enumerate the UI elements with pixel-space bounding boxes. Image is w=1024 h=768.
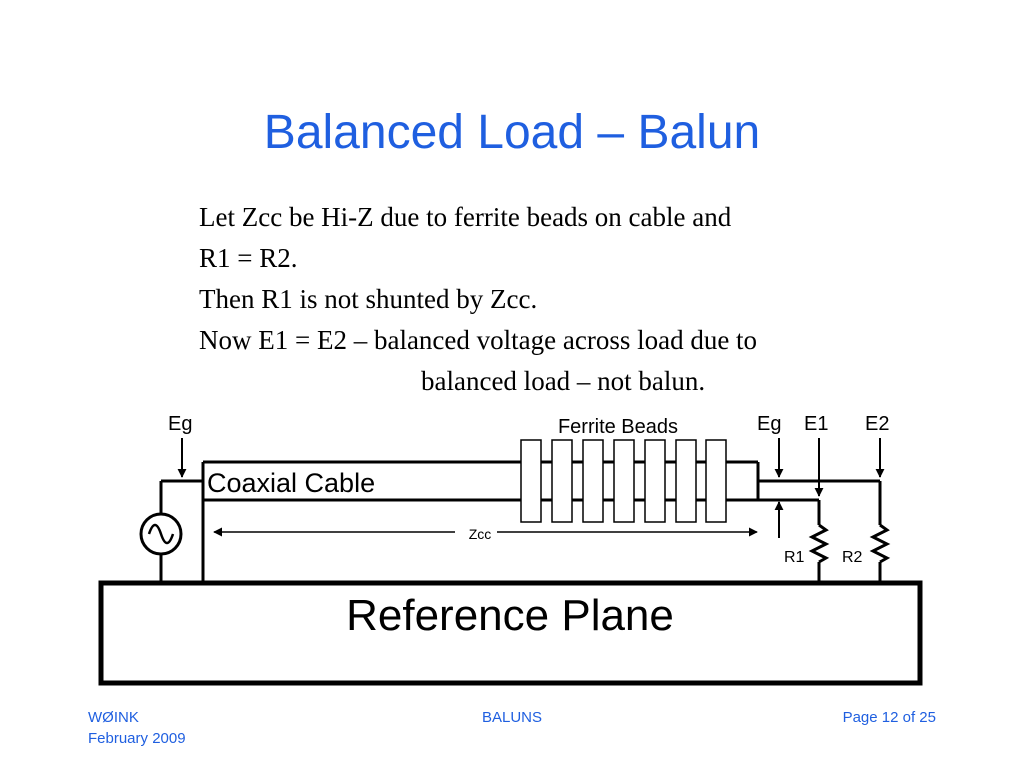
resistor-icon [808, 523, 830, 564]
body-line-4: Now E1 = E2 – balanced voltage across lo… [199, 325, 758, 355]
body-line-1: Let Zcc be Hi-Z due to ferrite beads on … [199, 202, 732, 232]
resistor-icon [869, 523, 891, 564]
eg-source-label: Eg [168, 413, 192, 435]
reference-plane [98, 580, 923, 686]
zcc-label: Zcc [469, 526, 492, 542]
ferrite-bead [582, 439, 604, 523]
ferrite-bead [705, 439, 727, 523]
footer-page-number: Page 12 of 25 [842, 709, 936, 726]
r1-label: R1 [784, 549, 805, 566]
e2-label: E2 [865, 413, 889, 435]
r2-label: R2 [842, 549, 863, 566]
slide-body: Let Zcc be Hi-Z due to ferrite beads on … [199, 197, 959, 402]
footer-author: WØINK [88, 709, 139, 726]
footer-date: February 2009 [88, 730, 186, 747]
slide-title: Balanced Load – Balun [263, 106, 761, 159]
ferrite-bead [520, 439, 542, 523]
ac-source-sine [147, 523, 175, 545]
body-line-3: Then R1 is not shunted by Zcc. [199, 284, 538, 314]
ferrite-beads [520, 439, 727, 523]
body-line-2: R1 = R2. [199, 243, 298, 273]
ferrite-beads-label: Ferrite Beads [558, 416, 678, 438]
eg-load-label: Eg [757, 413, 781, 435]
e1-label: E1 [804, 413, 828, 435]
coax-cable-label: Coaxial Cable [207, 468, 375, 498]
ferrite-bead [644, 439, 666, 523]
ferrite-bead [675, 439, 697, 523]
ferrite-bead [613, 439, 635, 523]
reference-plane-label: Reference Plane [346, 591, 674, 640]
body-line-5: balanced load – not balun. [421, 366, 706, 396]
ferrite-bead [551, 439, 573, 523]
footer-topic: BALUNS [481, 709, 543, 726]
footer-author-block: WØINK February 2009 [88, 707, 186, 749]
